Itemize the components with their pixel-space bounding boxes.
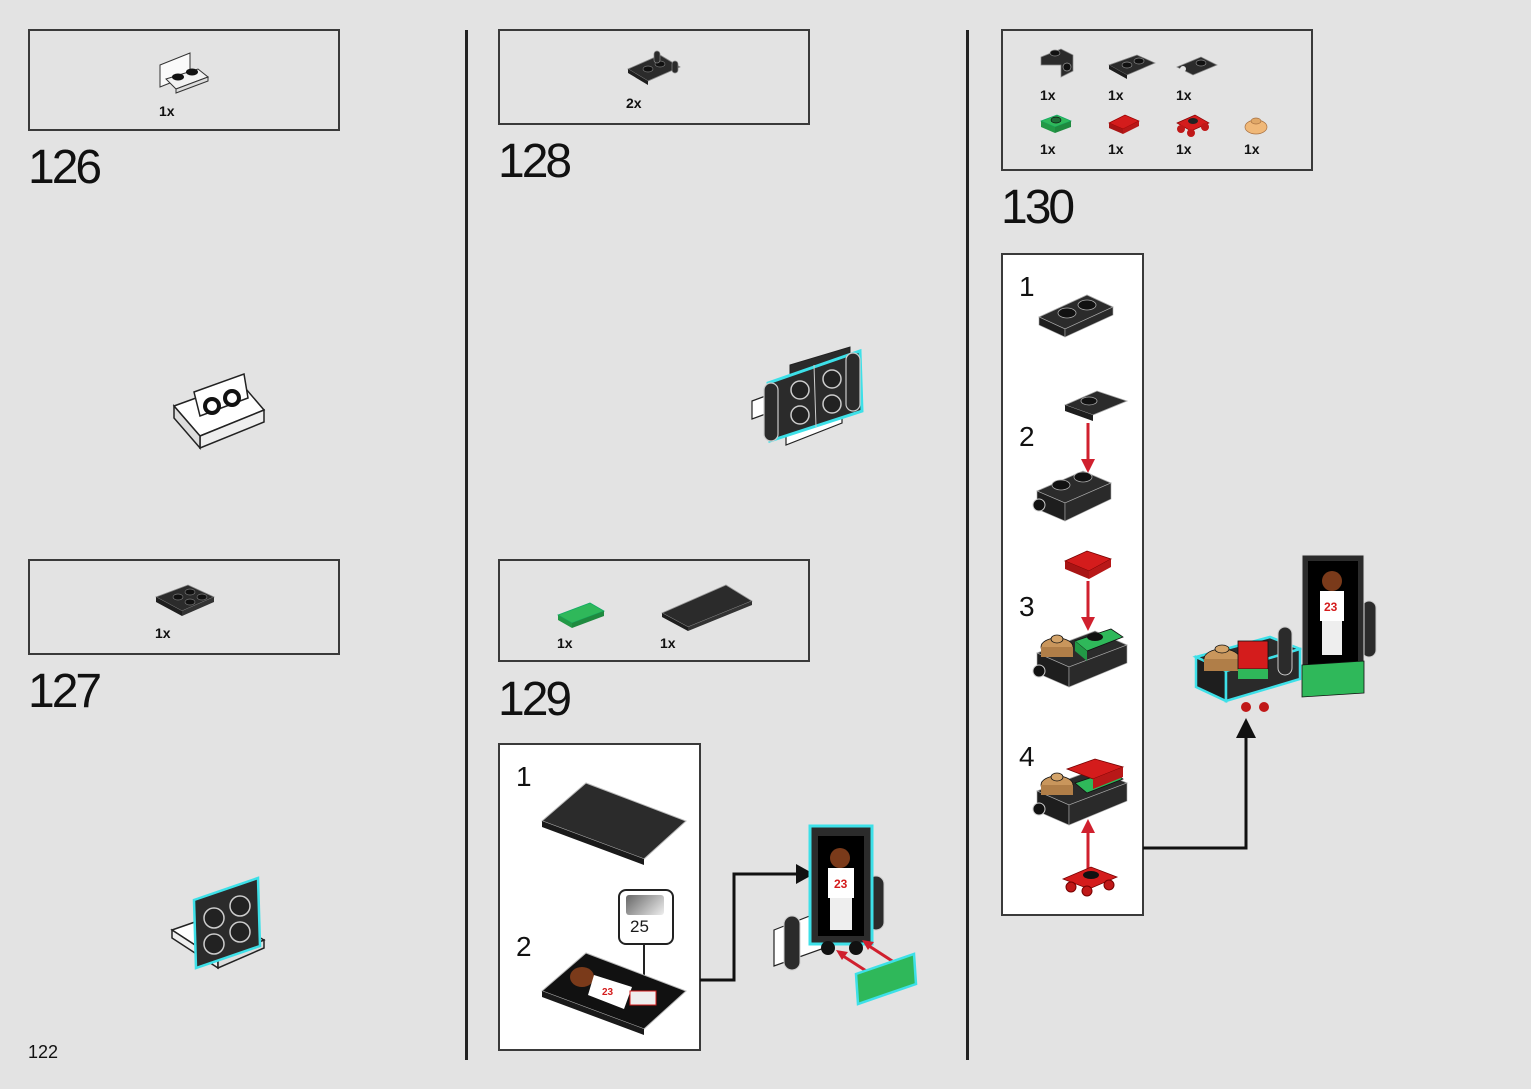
- part-qty: 1x: [1040, 87, 1056, 103]
- substep-panel-130: 1 2 3: [1001, 253, 1144, 916]
- sticker-leader-line: [643, 943, 645, 981]
- green-plate-part-icon: [1040, 114, 1072, 133]
- assembly-bracket-with-plate: [170, 876, 266, 970]
- partial-assembly-substep3-icon: [1032, 628, 1129, 688]
- sticker-callout: 25: [618, 889, 674, 945]
- part-qty: 1x: [557, 635, 573, 651]
- printed-tile-substep-icon: 23: [541, 952, 687, 1035]
- step-number-126: 126: [28, 141, 102, 194]
- assembly-sticker-display: 23: [773, 824, 918, 1006]
- parts-list-126: 1x: [28, 29, 340, 131]
- step-number-130: 130: [1001, 181, 1075, 234]
- white-bracket-part-icon: [159, 52, 209, 94]
- red-wheel-holder-part-icon: [1176, 114, 1210, 137]
- part-qty: 1x: [1108, 87, 1124, 103]
- substep-number: 2: [1019, 421, 1035, 452]
- substep-number: 3: [1019, 591, 1035, 622]
- assembly-bar-holder: [751, 346, 864, 446]
- black-plate-part-icon: [155, 584, 215, 616]
- black-bracket-part-icon: [1040, 48, 1074, 78]
- column-divider-2: [966, 30, 969, 1060]
- step-number-129: 129: [498, 673, 572, 726]
- parts-list-128: 2x: [498, 29, 810, 125]
- column-divider-1: [465, 30, 468, 1060]
- part-qty: 1x: [1108, 141, 1124, 157]
- part-qty: 1x: [1040, 141, 1056, 157]
- part-qty: 1x: [1244, 141, 1260, 157]
- tan-round-plate-part-icon: [1244, 117, 1268, 135]
- red-tile-part-icon: [1108, 114, 1140, 134]
- red-wheel-holder-substep-icon: [1061, 866, 1119, 897]
- bracket-plate-substep-icon: [1032, 470, 1113, 522]
- substep-number: 1: [516, 761, 532, 792]
- partial-assembly-substep4-icon: [1032, 758, 1129, 826]
- down-arrow-icon: [1081, 423, 1095, 473]
- sticker-icon: [626, 895, 664, 915]
- step-number-128: 128: [498, 135, 572, 188]
- sticker-number: 25: [630, 917, 649, 936]
- part-qty: 2x: [626, 95, 642, 111]
- substep-panel-129: 1 2 25 23: [498, 743, 701, 1051]
- black-plate-1x2-part-icon: [1108, 54, 1156, 79]
- parts-list-130: 1x 1x 1x 1x 1x 1x 1x: [1001, 29, 1313, 171]
- part-qty: 1x: [1176, 141, 1192, 157]
- substep-number: 1: [1019, 271, 1035, 302]
- part-qty: 1x: [660, 635, 676, 651]
- black-plate-substep-icon: [1038, 294, 1114, 338]
- up-arrow-icon: [1081, 819, 1095, 869]
- part-qty: 1x: [1176, 87, 1192, 103]
- svg-text:23: 23: [1324, 600, 1338, 614]
- assembly-final-display: 23: [1192, 554, 1377, 712]
- page-number: 122: [28, 1042, 59, 1062]
- parts-list-127: 1x: [28, 559, 340, 655]
- part-qty: 1x: [159, 103, 175, 119]
- black-tile-part-icon: [661, 584, 753, 631]
- connector-arrow-130: [1143, 718, 1256, 850]
- black-clip-plate-part-icon: [1176, 56, 1218, 76]
- green-tile-part-icon: [557, 602, 605, 628]
- part-qty: 1x: [155, 625, 171, 641]
- parts-list-129: 1x 1x: [498, 559, 810, 662]
- black-tile-substep-icon: [541, 782, 687, 865]
- assembly-white-bracket: [172, 372, 266, 451]
- svg-text:23: 23: [602, 987, 614, 998]
- down-arrow-icon: [1081, 581, 1095, 631]
- clip-plate-substep-icon: [1063, 390, 1129, 421]
- black-bar-holder-part-icon: [627, 50, 681, 85]
- connector-arrow-129: [700, 864, 814, 982]
- svg-text:23: 23: [834, 877, 848, 891]
- substep-number: 2: [516, 931, 532, 962]
- step-number-127: 127: [28, 665, 102, 718]
- red-tile-substep-icon: [1063, 550, 1112, 579]
- substep-number: 4: [1019, 741, 1035, 772]
